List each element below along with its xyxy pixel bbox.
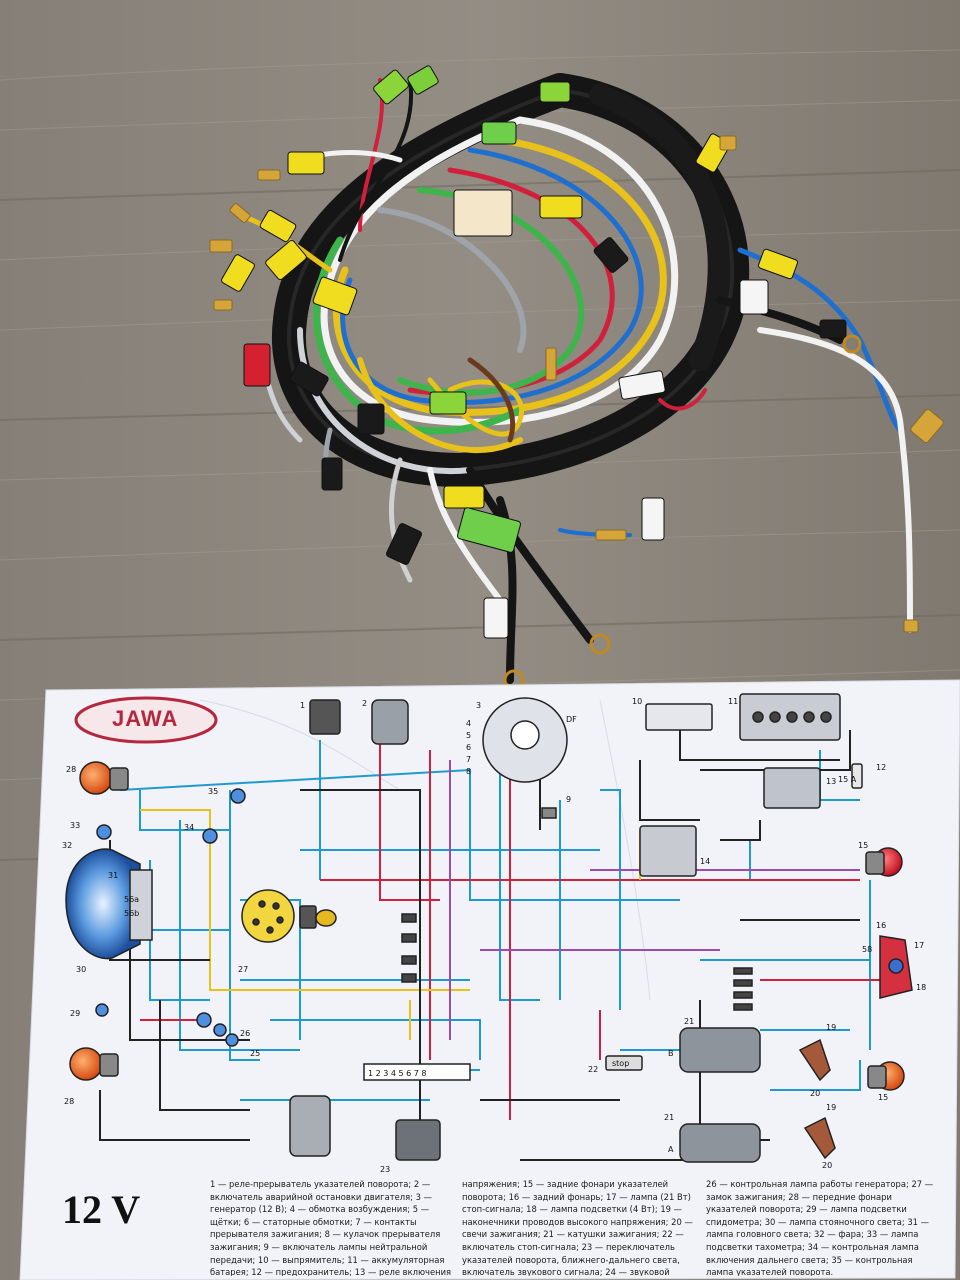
legend-column-2: напряжения; 15 — задние фонари указателе… — [462, 1179, 693, 1276]
wiring-diagram-poster: 1 2 3 4 5 6 7 8 9 10 11 12 13 14 15 15 1… — [19, 679, 960, 1280]
label-33: 33 — [70, 821, 80, 830]
fuse-icon — [851, 763, 863, 789]
label-28-top: 28 — [66, 765, 76, 774]
label-8: 8 — [466, 767, 471, 776]
legend-column-1: 1 — реле-прерыватель указателей поворота… — [210, 1179, 452, 1276]
relay-icon — [309, 699, 341, 735]
terminal-block — [363, 1063, 471, 1081]
label-31: 31 — [108, 871, 118, 880]
label-15-top: 15 — [858, 841, 868, 850]
turn-signal-lamp-icon — [69, 761, 905, 1091]
label-27: 27 — [238, 965, 248, 974]
label-20-top: 20 — [810, 1089, 820, 1098]
label-4: 4 — [466, 719, 471, 728]
legend-column-3: 26 — контрольная лампа работы генератора… — [706, 1179, 934, 1276]
label-19-top: 19 — [826, 1023, 836, 1032]
label-5: 5 — [466, 731, 471, 740]
turn-switch-icon — [289, 1095, 331, 1157]
label-6: 6 — [466, 743, 471, 752]
label-15-bottom: 15 — [878, 1093, 888, 1102]
rectifier-icon — [645, 703, 713, 731]
voltage-regulator-icon — [639, 825, 697, 877]
label-17: 17 — [914, 941, 924, 950]
label-12: 12 — [876, 763, 886, 772]
jawa-logo: JAWA — [112, 706, 179, 731]
label-29: 29 — [70, 1009, 80, 1018]
label-fuse: 15 A — [838, 775, 857, 784]
label-2: 2 — [362, 699, 367, 708]
label-7: 7 — [466, 755, 471, 764]
label-32: 32 — [62, 841, 72, 850]
label-18: 18 — [916, 983, 926, 992]
connector-group — [221, 65, 847, 639]
generator-relay-icon — [763, 767, 821, 809]
label-19-bottom: 19 — [826, 1103, 836, 1112]
label-df: DF — [566, 715, 577, 724]
label-1: 1 — [300, 701, 305, 710]
label-26: 26 — [240, 1029, 250, 1038]
label-11: 11 — [728, 697, 738, 706]
brass-terminals — [209, 135, 944, 691]
horn-icon — [395, 1119, 441, 1161]
label-terminal-block: 1 2 3 4 5 6 7 8 — [368, 1069, 427, 1078]
label-b: B — [668, 1049, 674, 1058]
label-56a: 56a — [124, 895, 139, 904]
label-16: 16 — [876, 921, 886, 930]
label-35: 35 — [208, 787, 218, 796]
label-3: 3 — [476, 701, 481, 710]
ignition-lock-icon — [241, 889, 295, 943]
label-14: 14 — [700, 857, 710, 866]
label-58: 58 — [862, 945, 872, 954]
label-a: A — [668, 1145, 674, 1154]
label-30: 30 — [76, 965, 86, 974]
label-stop: stop — [612, 1059, 629, 1068]
label-9: 9 — [566, 795, 571, 804]
logo-oval — [74, 696, 218, 744]
label-10: 10 — [632, 697, 642, 706]
label-56b: 56b — [124, 909, 139, 918]
label-23: 23 — [380, 1165, 390, 1174]
label-28-bottom: 28 — [64, 1097, 74, 1106]
stop-switch-icon — [605, 1055, 643, 1071]
label-34: 34 — [184, 823, 194, 832]
alarm-switch-icon — [371, 699, 409, 745]
label-21-top: 21 — [684, 1017, 694, 1026]
label-25: 25 — [250, 1049, 260, 1058]
label-20-bottom: 20 — [822, 1161, 832, 1170]
label-13: 13 — [826, 777, 836, 786]
voltage-label: 12 V — [62, 1187, 141, 1232]
label-22: 22 — [588, 1065, 598, 1074]
ignition-coil-icon — [679, 1027, 761, 1073]
label-21-bottom: 21 — [664, 1113, 674, 1122]
